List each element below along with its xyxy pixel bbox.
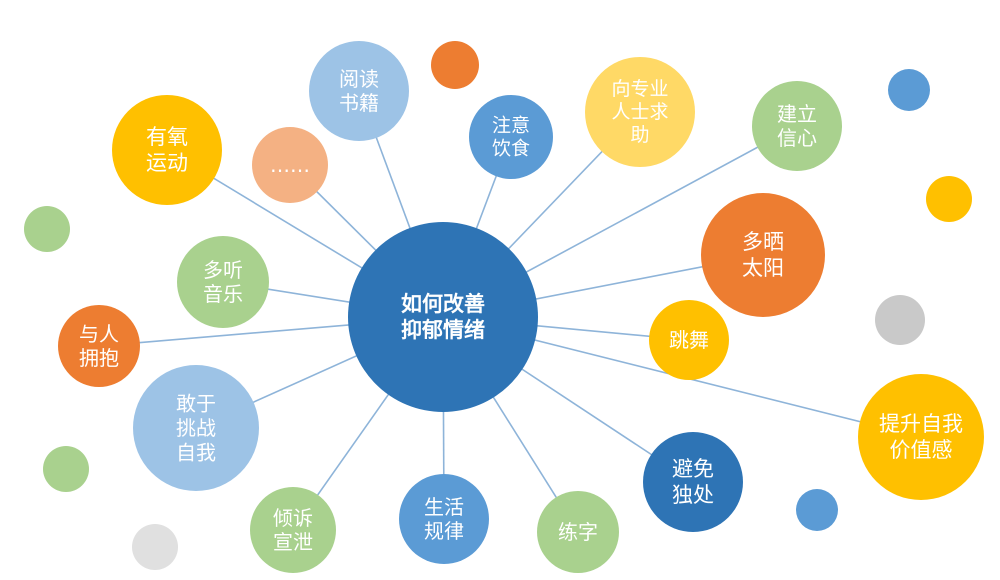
- topic-node-aerobic-exercise-line-1: 有氧: [146, 125, 188, 149]
- topic-node-regular-routine-line-2: 规律: [424, 519, 464, 543]
- topic-node-more-ellipsis: ……: [252, 127, 328, 203]
- center-topic-circle: [348, 222, 538, 412]
- topic-node-hug-others-line-1: 与人: [79, 322, 119, 346]
- decorative-yellow-dot: [926, 176, 972, 222]
- topic-node-dance: 跳舞: [649, 300, 729, 380]
- topic-node-hug-others-line-2: 拥抱: [79, 346, 119, 370]
- topic-node-more-ellipsis-line-1: ……: [270, 153, 310, 177]
- topic-node-practice-calligraphy-circle: [537, 491, 619, 573]
- decorative-green-dot-left: [24, 206, 70, 252]
- topic-node-listen-music-line-1: 多听: [203, 258, 243, 282]
- topic-node-hug-others-circle: [58, 305, 140, 387]
- decorative-blue-dot-top-right: [888, 69, 930, 111]
- topic-node-listen-music-line-2: 音乐: [203, 282, 243, 306]
- topic-node-avoid-being-alone-circle: [643, 432, 743, 532]
- topic-node-dance-circle: [649, 300, 729, 380]
- topic-node-dare-challenge-self-line-2: 挑战: [176, 416, 216, 440]
- topic-node-aerobic-exercise-line-2: 运动: [146, 151, 188, 175]
- topic-node-dare-challenge-self-line-3: 自我: [176, 440, 216, 464]
- topic-node-dance-line-1: 跳舞: [669, 328, 709, 352]
- topic-node-listen-music-circle: [177, 236, 269, 328]
- topic-node-seek-professional-help-line-3: 助: [630, 124, 649, 146]
- topic-node-seek-professional-help-line-2: 人士求: [611, 101, 668, 123]
- topic-node-sunbathe-line-1: 多晒: [742, 230, 784, 254]
- topic-node-regular-routine-line-1: 生活: [424, 495, 464, 519]
- topic-nodes: 有氧运动……阅读书籍注意饮食向专业人士求助建立信心多晒太阳跳舞提升自我价值感避免…: [58, 41, 984, 573]
- topic-node-read-books-circle: [309, 41, 409, 141]
- topic-node-read-books-line-2: 书籍: [339, 91, 379, 115]
- decorative-gray-dot-bottom-left: [132, 524, 178, 570]
- topic-node-more-ellipsis-circle: [252, 127, 328, 203]
- topic-node-raise-self-worth-line-2: 价值感: [890, 438, 953, 462]
- topic-node-build-confidence-line-2: 信心: [777, 126, 817, 150]
- topic-node-dare-challenge-self-line-1: 敢于: [176, 392, 216, 416]
- decorative-gray-dot-right: [875, 295, 925, 345]
- topic-node-aerobic-exercise-circle: [112, 95, 222, 205]
- topic-node-raise-self-worth-circle: [858, 374, 984, 500]
- topic-node-confide-vent-line-1: 倾诉: [273, 506, 313, 530]
- center-topic-line-2: 抑郁情绪: [401, 318, 485, 342]
- topic-node-practice-calligraphy: 练字: [537, 491, 619, 573]
- topic-node-regular-routine-circle: [399, 474, 489, 564]
- topic-node-confide-vent-circle: [250, 487, 336, 573]
- decorative-blue-dot-bottom-right: [796, 489, 838, 531]
- topic-node-raise-self-worth-line-1: 提升自我: [879, 412, 963, 436]
- topic-node-practice-calligraphy-line-1: 练字: [558, 520, 598, 544]
- decorative-orange-dot: [431, 41, 479, 89]
- topic-node-seek-professional-help-circle: [585, 57, 695, 167]
- center-topic-line-1: 如何改善: [401, 292, 485, 316]
- topic-node-build-confidence-circle: [752, 81, 842, 171]
- decorative-green-dot-bottom-left: [43, 446, 89, 492]
- topic-node-sunbathe-circle: [701, 193, 825, 317]
- topic-node-seek-professional-help-line-1: 向专业: [611, 78, 668, 100]
- topic-node-mind-diet-line-2: 饮食: [492, 138, 530, 160]
- topic-node-read-books-line-1: 阅读: [339, 67, 379, 91]
- topic-node-build-confidence-line-1: 建立: [777, 102, 817, 126]
- topic-node-avoid-being-alone-line-2: 独处: [672, 483, 714, 507]
- topic-node-mind-diet-circle: [469, 95, 553, 179]
- topic-node-confide-vent-line-2: 宣泄: [273, 530, 313, 554]
- topic-node-mind-diet-line-1: 注意: [492, 114, 530, 136]
- topic-node-sunbathe-line-2: 太阳: [742, 256, 784, 280]
- topic-node-avoid-being-alone-line-1: 避免: [672, 457, 714, 481]
- decorative-dots: [24, 41, 972, 570]
- topic-node-dare-challenge-self-circle: [133, 365, 259, 491]
